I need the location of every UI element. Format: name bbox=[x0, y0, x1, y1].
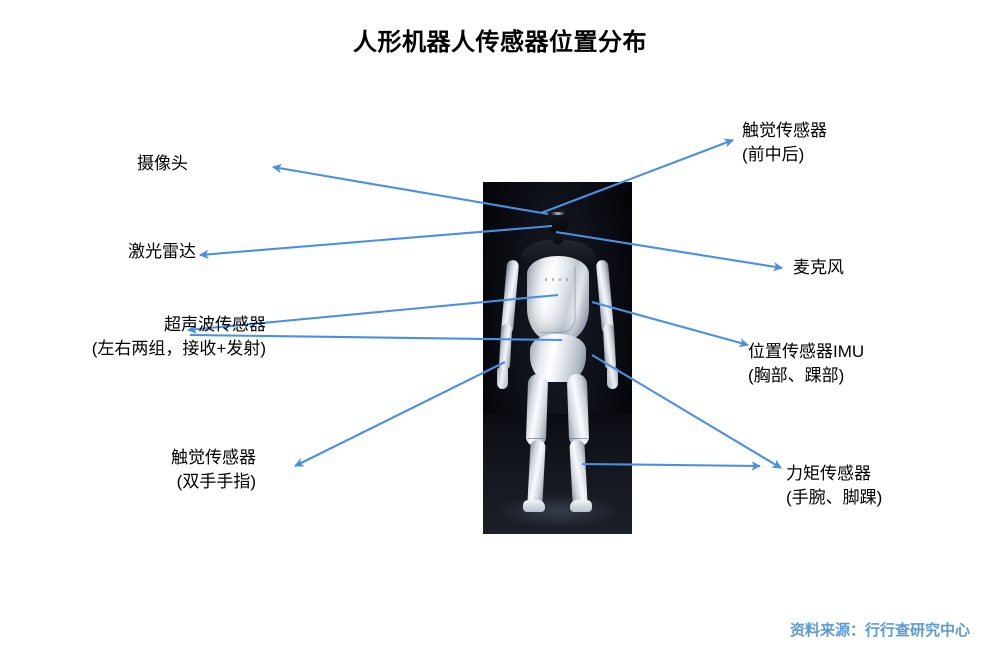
humanoid-robot-photo bbox=[483, 182, 632, 534]
label-microphone-line1: 麦克风 bbox=[793, 258, 844, 277]
label-microphone: 麦克风 bbox=[793, 256, 844, 280]
label-camera: 摄像头 bbox=[137, 152, 188, 176]
robot-thigh-left bbox=[525, 373, 549, 447]
robot-knee-joint-left bbox=[528, 438, 545, 439]
label-tactile-body-line1: 触觉传感器 bbox=[742, 121, 827, 140]
label-imu: 位置传感器IMU (胸部、踝部) bbox=[748, 340, 864, 388]
label-torque: 力矩传感器 (手腕、脚踝) bbox=[786, 462, 882, 510]
label-tactile-body: 触觉传感器 (前中后) bbox=[742, 119, 827, 167]
source-note: 资料来源：行行查研究中心 bbox=[789, 622, 970, 639]
robot-thigh-right bbox=[566, 373, 590, 447]
label-tactile-hands: 触觉传感器 (双手手指) bbox=[171, 446, 256, 494]
robot-hand-right bbox=[607, 367, 618, 389]
label-imu-line2: (胸部、踝部) bbox=[748, 366, 845, 386]
label-ultrasonic-line1: 超声波传感器 bbox=[164, 315, 266, 334]
label-ultrasonic: 超声波传感器 (左右两组，接收+发射) bbox=[92, 313, 266, 361]
photo-floor-glow bbox=[497, 494, 618, 528]
robot-foot-left bbox=[523, 500, 545, 512]
label-torque-line1: 力矩传感器 bbox=[786, 464, 871, 483]
robot-hand-left bbox=[497, 367, 508, 389]
label-torque-line2: (手腕、脚踝) bbox=[786, 488, 883, 508]
page-title: 人形机器人传感器位置分布 bbox=[353, 29, 647, 56]
robot-forearm-right bbox=[602, 323, 617, 371]
label-ultrasonic-line2: (左右两组，接收+发射) bbox=[91, 339, 266, 359]
label-tactile-hands-line1: 触觉传感器 bbox=[171, 448, 256, 467]
label-imu-line1: 位置传感器IMU bbox=[748, 342, 865, 361]
leader-line-tactile-hands bbox=[294, 361, 506, 467]
label-lidar: 激光雷达 bbox=[128, 240, 196, 264]
label-lidar-line1: 激光雷达 bbox=[128, 242, 196, 261]
robot-visor bbox=[551, 212, 564, 215]
robot-foot-right bbox=[570, 500, 592, 512]
label-tactile-body-line2: (前中后) bbox=[742, 145, 805, 165]
label-tactile-hands-line2: (双手手指) bbox=[176, 472, 256, 492]
robot-knee-joint-right bbox=[570, 438, 587, 439]
label-camera-line1: 摄像头 bbox=[137, 154, 188, 173]
robot-chest-seam bbox=[540, 266, 575, 333]
robot-chest-vents bbox=[544, 278, 571, 281]
